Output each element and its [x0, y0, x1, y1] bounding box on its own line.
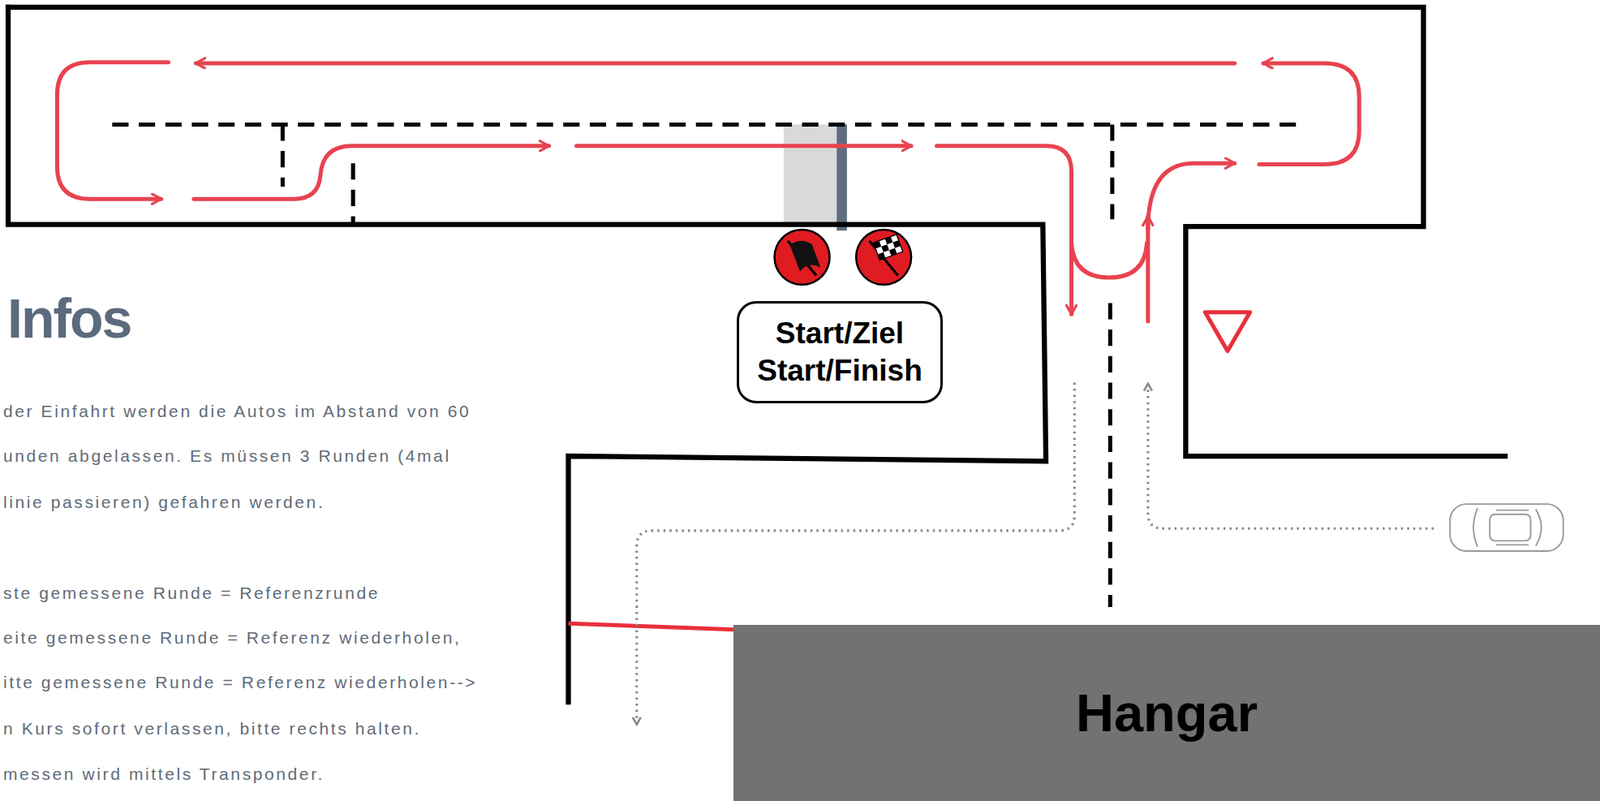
node-text: Start/Finish	[756, 352, 923, 390]
route-arrow	[1148, 163, 1235, 230]
route-arrow	[1145, 216, 1150, 323]
route-arrow	[1071, 242, 1148, 278]
car-rear-window	[1535, 508, 1542, 546]
divider	[1108, 302, 1113, 607]
centerline	[111, 122, 1301, 127]
black-flag-icon	[774, 229, 831, 285]
wall	[8, 7, 1506, 456]
checker	[873, 234, 904, 261]
info-text: eite gemessene Runde = Referenz wiederho…	[3, 627, 461, 649]
divider	[1109, 124, 1114, 220]
node-text: Hangar	[1075, 679, 1258, 746]
info-text: n Kurs sofort verlassen, bitte rechts ha…	[3, 718, 422, 740]
start-line	[836, 124, 848, 231]
exit-line	[568, 623, 735, 630]
flag-cloth	[789, 240, 821, 272]
start-finish-box: Start/ZielStart/Finish	[736, 301, 943, 404]
entry-path	[1148, 383, 1434, 530]
info-text: linie passieren) gefahren werden.	[3, 491, 325, 513]
car-door	[1496, 510, 1529, 546]
flag-circle	[855, 229, 912, 285]
checker	[885, 236, 894, 246]
flag-circle	[774, 229, 831, 285]
route-arrow	[576, 143, 912, 148]
route-arrow	[195, 60, 1235, 65]
route-arrow	[937, 146, 1072, 314]
start-zone	[783, 124, 839, 224]
info-text: messen wird mittels Transponder.	[3, 763, 325, 785]
info-text: ste gemessene Runde = Referenzrunde	[3, 582, 380, 604]
car-icon	[1449, 503, 1564, 551]
info-text: der Einfahrt werden die Autos im Abstand…	[3, 400, 471, 422]
route-arrow	[56, 62, 168, 199]
dashed-markings	[111, 124, 1301, 607]
checker	[877, 252, 887, 261]
info-text: itte gemessene Runde = Referenz wiederho…	[3, 671, 478, 693]
info-text: unden abgelassen. Es müssen 3 Runden (4m…	[3, 445, 452, 467]
yield-sign	[1204, 312, 1250, 352]
checker	[892, 240, 901, 249]
car-body	[1449, 503, 1564, 551]
route-arrow	[193, 146, 550, 199]
heading: Infos	[7, 290, 131, 346]
route-arrows	[56, 62, 1360, 322]
route-arrow	[1259, 63, 1360, 164]
hangar-block: Hangar	[733, 624, 1600, 801]
checker	[889, 248, 898, 257]
checker	[881, 244, 890, 253]
checker	[873, 240, 882, 250]
checkered-flag-icon	[855, 229, 912, 285]
node-text: Start/Ziel	[775, 314, 904, 353]
divider	[280, 124, 285, 187]
flag-cloth	[873, 234, 904, 261]
divider	[351, 163, 356, 223]
car-roof	[1489, 514, 1531, 542]
car-windshield	[1473, 507, 1478, 547]
